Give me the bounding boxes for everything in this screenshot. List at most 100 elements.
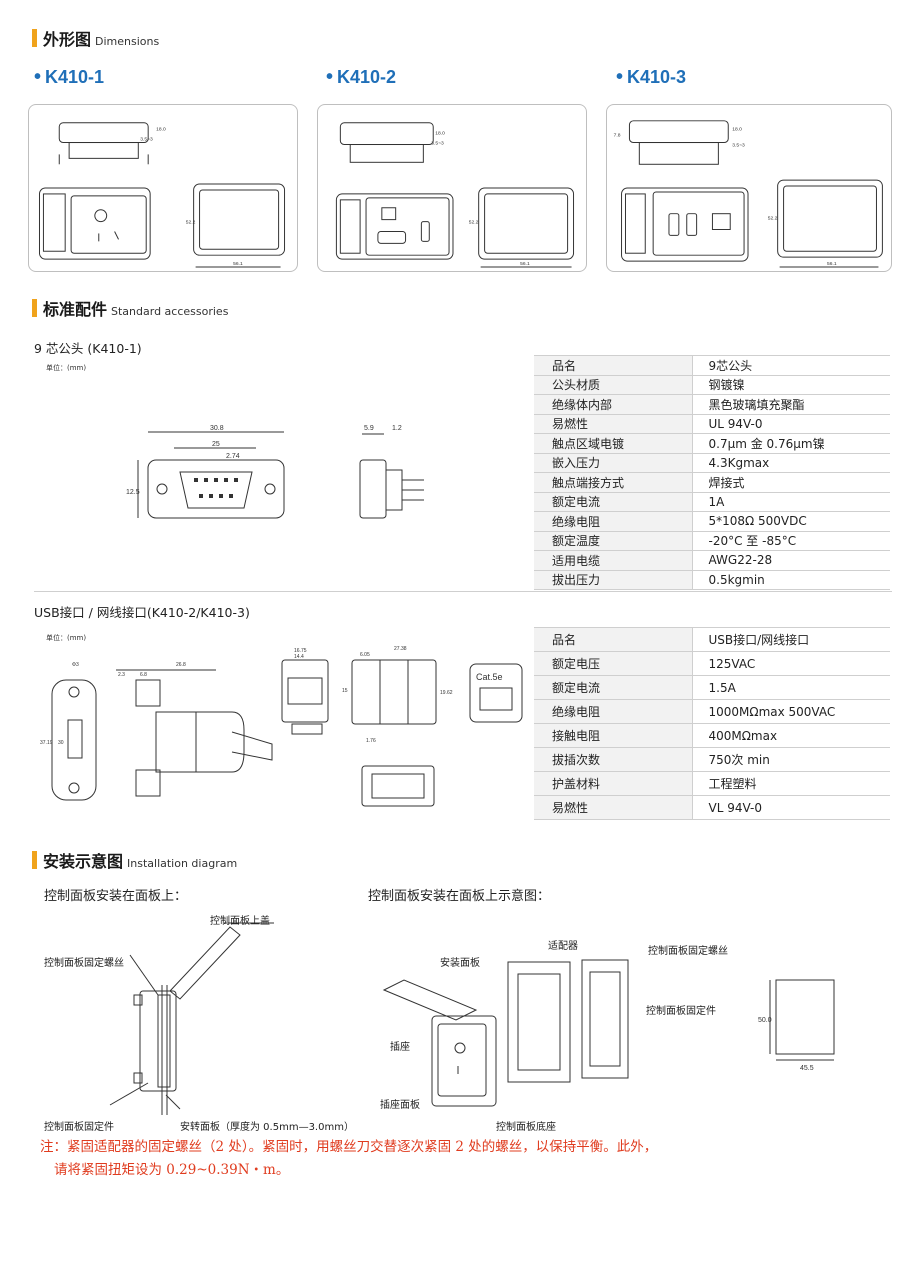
section-title-en: Standard accessories [111,305,229,318]
section-title-zh: 安装示意图 [43,852,124,871]
section-header-dimensions: 外形图 Dimensions [32,26,159,50]
dim-b: 6.8 [140,672,147,678]
dim-side: 52.2 [469,220,479,226]
cutout-w: 45.5 [800,1065,814,1072]
label-fixer: 控制面板固定件 [44,1122,114,1133]
dim-pitch: 2.74 [226,453,240,460]
dim-height: 18.0 [156,127,166,133]
dim-gap: 3.5~3 [732,143,745,149]
dimension-card-k410-2: 18.0 3.5~3 52.2 56.1 [317,104,587,272]
label-adapter: 适配器 [548,941,578,952]
dim-d1: 16.75 [294,648,307,654]
section-accent-bar [32,299,37,317]
dim-side: 52.2 [186,220,196,226]
section-title-zh: 标准配件 [43,300,108,319]
dim-d2: 1.2 [392,425,402,432]
db9-drawing: 30.8 25 2.74 12.5 5.9 1.2 [124,420,450,530]
dim-d5: 15 [342,688,348,694]
dim-height: 18.0 [732,127,742,133]
section-header-installation: 安装示意图 Installation diagram [32,848,237,872]
table-row: 公头材质钢镀镍 [534,375,890,395]
db9-title: 9 芯公头 (K410-1) [34,341,142,356]
dim-h1: 37.19 [40,740,53,746]
dim-d6: 19.62 [440,690,453,696]
label-right-fixer: 控制面板固定件 [646,1006,716,1017]
install-left-drawing [40,905,360,1137]
model-label-k410-3: •K410-3 [616,66,687,88]
label-socket: 插座 [390,1042,410,1053]
label-top-cover: 控制面板上盖 [210,916,270,927]
usb-rj45-drawing: Φ3 2.3 6.8 26.8 37.19 30 16.75 14.4 6.05… [36,640,536,815]
dim-d7: 1.76 [366,738,376,744]
dim-width: 56.1 [827,261,837,267]
dim-h2: 30 [58,740,64,746]
cutout-h: 50.0 [758,1017,772,1024]
section-title-zh: 外形图 [43,30,92,49]
label-mount-panel: 安装面板 [440,958,480,969]
model-label-k410-1: •K410-1 [34,66,105,88]
dim-gap: 3.5~3 [431,141,444,147]
dim-width: 56.1 [233,261,243,267]
dim-c: 26.8 [176,662,186,668]
dim-w: 30.8 [210,425,224,432]
db9-unit: 单位：(mm) [46,364,87,372]
table-row: 绝缘体内部黑色玻璃填充聚酯 [534,394,890,415]
k410-2-drawing: 18.0 3.5~3 52.2 56.1 [335,122,575,268]
note-line-1: 注：紧固适配器的固定螺丝（2 处）。紧固时，用螺丝刀交替逐次紧固 2 处的螺丝，… [40,1139,658,1155]
dim-a: 2.3 [118,672,125,678]
divider [34,591,892,592]
note-line-2: 请将紧固扭矩设为 0.29~0.39N・m。 [54,1162,290,1178]
cat5e-label: Cat.5e [476,672,503,682]
dim-d2: 14.4 [294,654,304,660]
label-base: 控制面板底座 [496,1122,556,1133]
dim-hole: Φ3 [72,662,79,668]
dim-height: 18.0 [435,131,445,137]
dim-small-h: 7.8 [614,133,621,139]
table-row: 触点端接方式焊接式 [534,472,890,493]
model-label-k410-2: •K410-2 [326,66,397,88]
table-row: 护盖材料工程塑料 [534,771,890,796]
dim-d3: 6.05 [360,652,370,658]
usb-unit: 单位：(mm) [46,634,87,642]
dim-gap: 3.5~3 [140,137,153,143]
dim-side: 52.2 [768,216,778,222]
install-left-title: 控制面板安装在面板上： [44,889,188,904]
install-right-title: 控制面板安装在面板上示意图： [368,889,551,904]
dimension-card-k410-1: 18.0 3.5~3 52.2 56.1 [28,104,298,272]
dim-width: 56.1 [520,261,530,267]
k410-1-drawing: 18.0 3.5~3 52.2 56.1 [38,122,286,268]
dim-d1: 5.9 [364,425,374,432]
section-header-accessories: 标准配件 Standard accessories [32,296,228,320]
section-accent-bar [32,851,37,869]
table-row: 额定温度-20°C 至 -85°C [534,531,890,551]
label-right-screw: 控制面板固定螺丝 [648,946,728,957]
section-title-en: Dimensions [95,35,160,48]
dim-h: 12.5 [126,489,140,496]
section-accent-bar [32,29,37,47]
k410-3-drawing: 7.8 18.0 3.5~3 52.2 56.1 [614,120,883,268]
label-socket-panel: 插座面板 [380,1100,420,1111]
dimension-card-k410-3: 7.8 18.0 3.5~3 52.2 56.1 [606,104,892,272]
usb-title: USB接口 / 网线接口(K410-2/K410-3) [34,605,250,620]
label-panel: 安转面板（厚度为 0.5mm—3.0mm） [180,1122,354,1133]
dim-inner: 25 [212,441,220,448]
label-screw: 控制面板固定螺丝 [44,958,124,969]
dim-d4: 27.38 [394,646,407,652]
